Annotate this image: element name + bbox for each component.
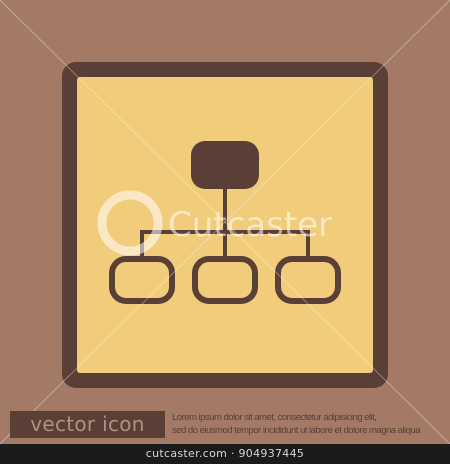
child-node-right: [275, 256, 341, 304]
stock-footer: cutcaster.com · 904937445: [0, 444, 450, 464]
caption-line-1: Lorem ipsum dolor sit amet, consectetur …: [172, 412, 377, 423]
child-node-left: [109, 256, 175, 304]
caption-description: Lorem ipsum dolor sit amet, consectetur …: [172, 411, 448, 437]
child-node-center: [192, 256, 258, 304]
caption-title: vector icon: [10, 411, 165, 438]
caption-line-2: sed do eiusmod tempor incididunt ut labo…: [172, 425, 421, 436]
root-node: [191, 141, 259, 189]
